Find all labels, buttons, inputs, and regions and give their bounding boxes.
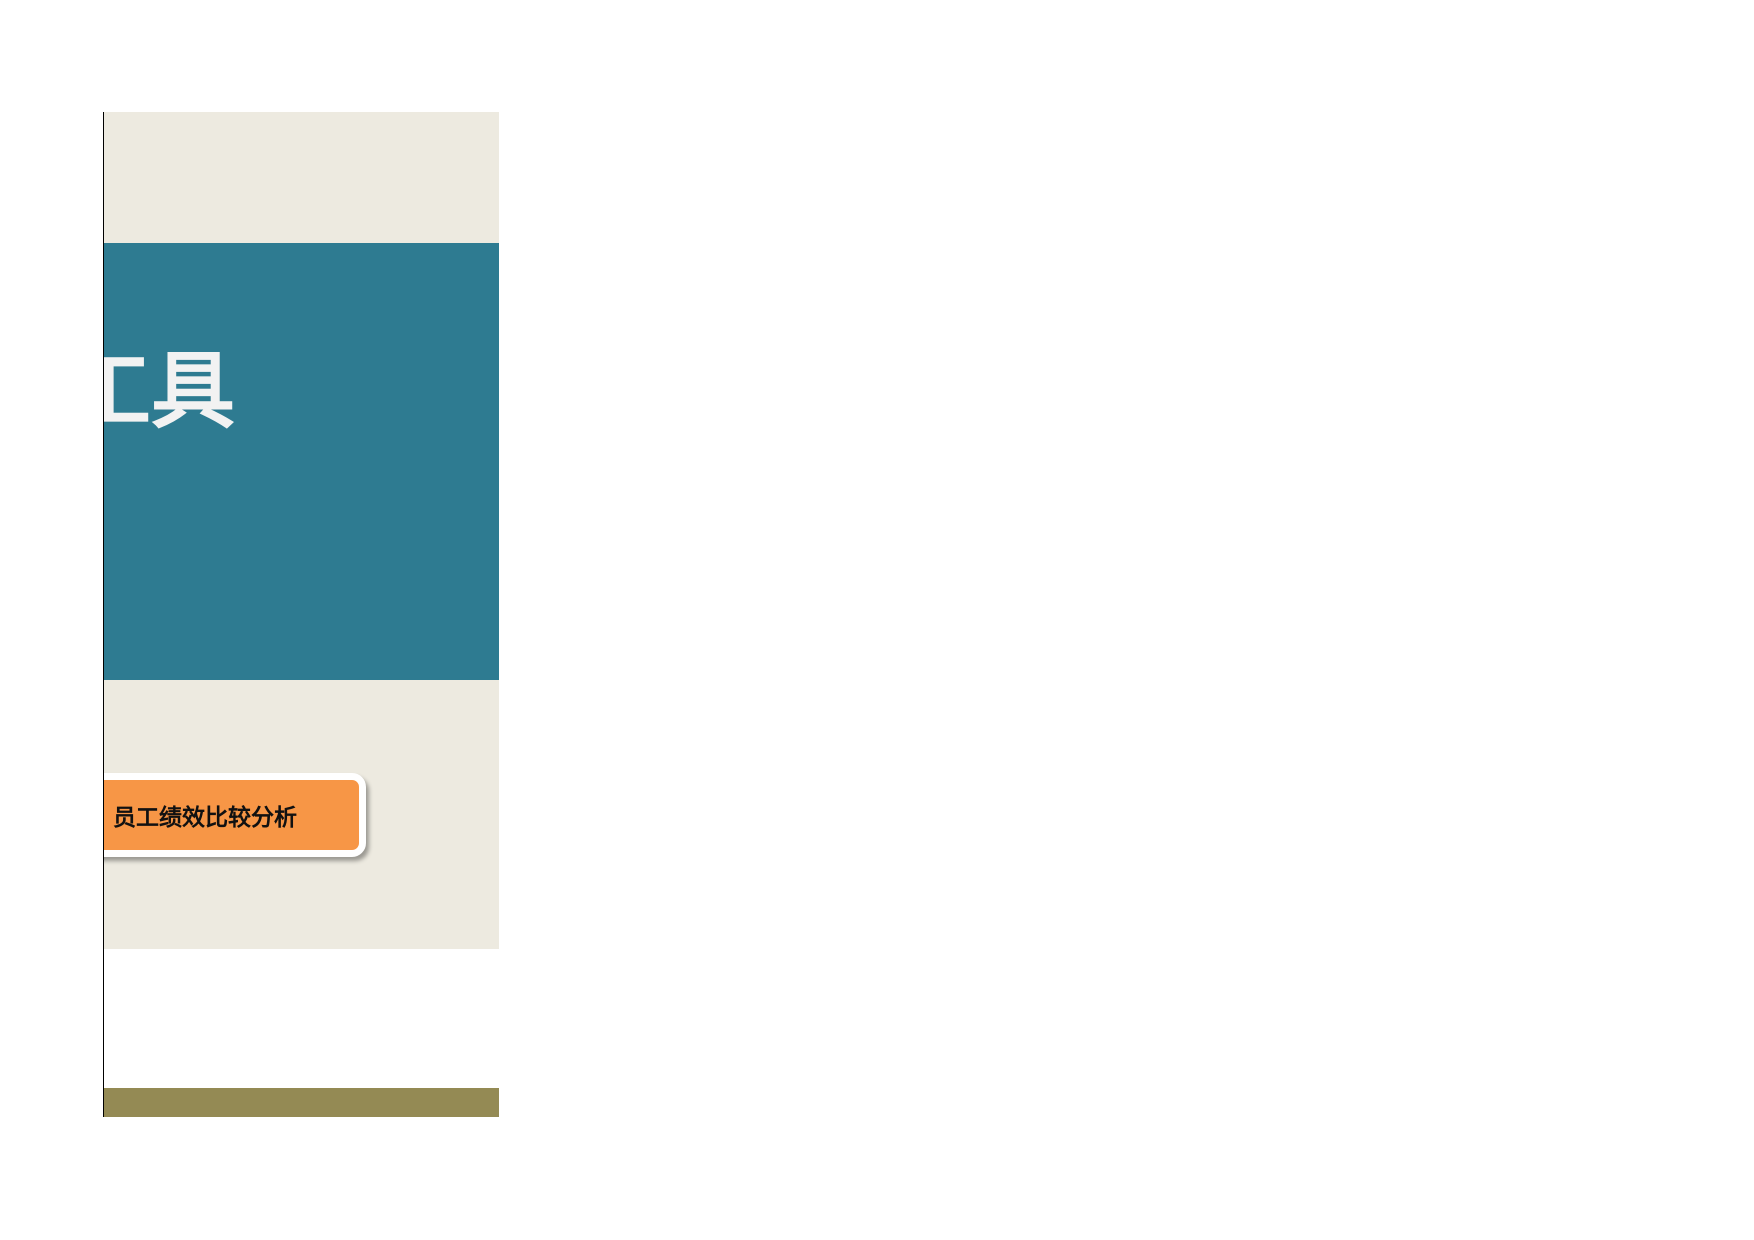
title-band: 工具 — [104, 243, 499, 680]
employee-performance-comparison-button[interactable]: 员工绩效比较分析 — [104, 773, 366, 857]
page-title: 工具 — [104, 342, 235, 440]
cover-panel: 工具 员工绩效比较分析 — [104, 112, 499, 1117]
nav-button-label: 员工绩效比较分析 — [113, 805, 297, 831]
spacer-band — [104, 949, 499, 1088]
page-edge-line — [103, 112, 104, 1117]
navigation-band: 员工绩效比较分析 — [104, 680, 499, 949]
footer-band — [104, 1088, 499, 1117]
top-band — [104, 112, 499, 243]
